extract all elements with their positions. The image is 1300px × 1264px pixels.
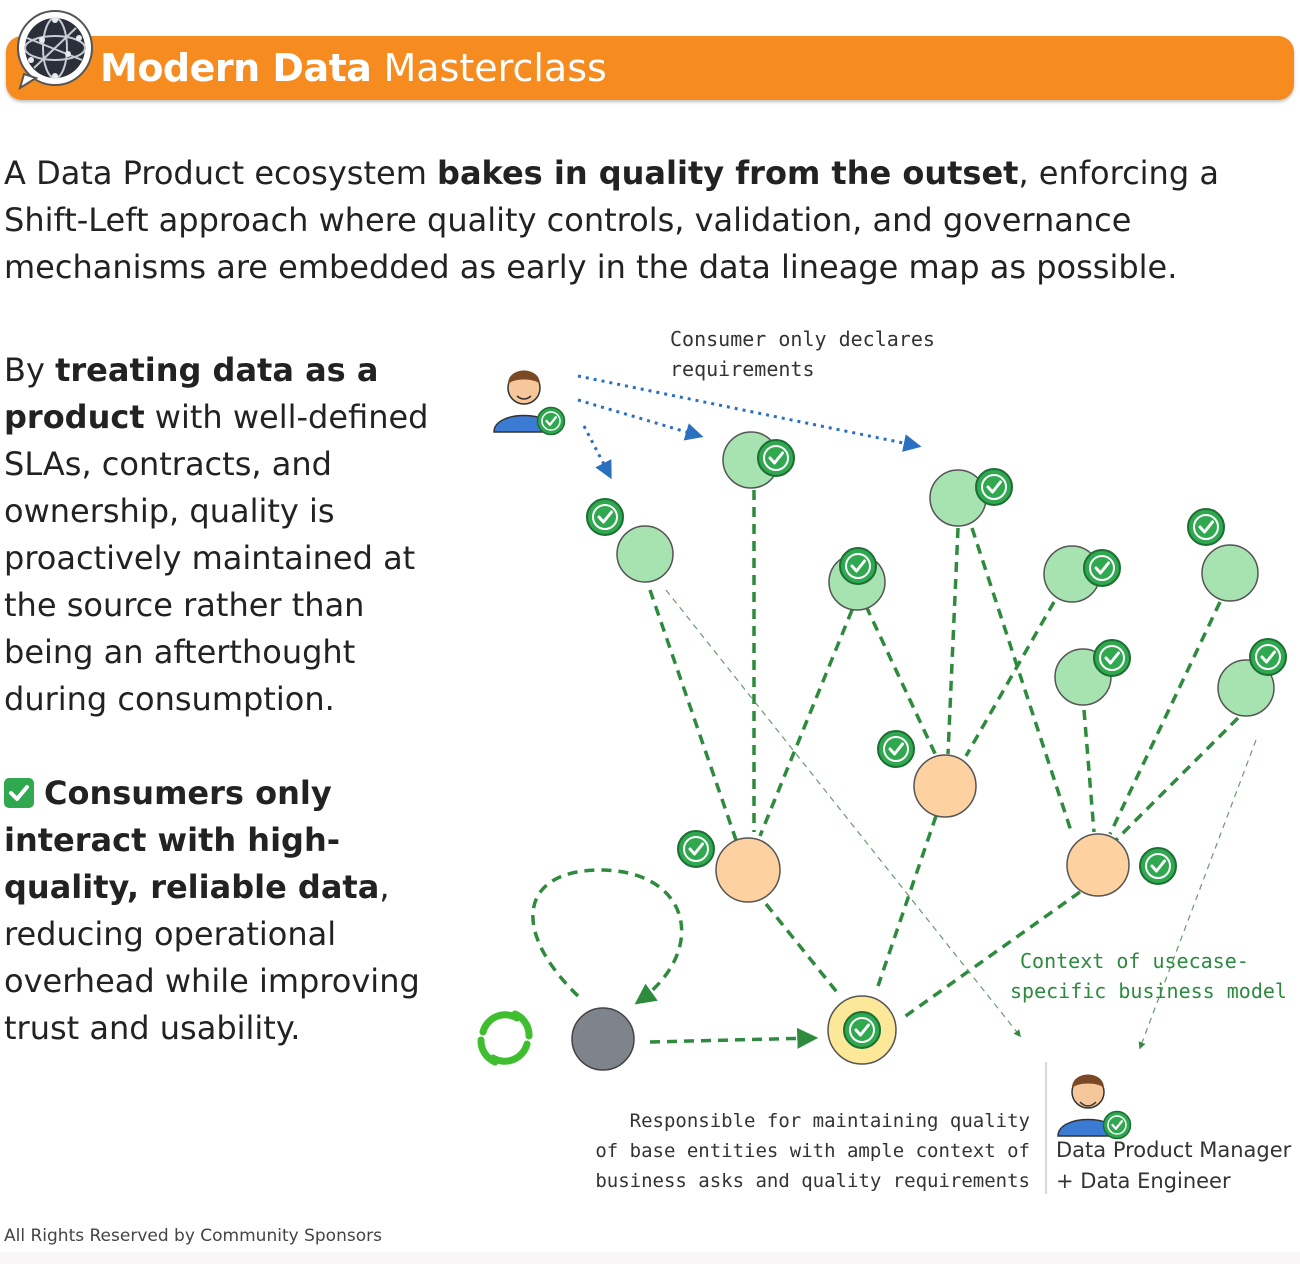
check-icon: [676, 829, 716, 869]
lineage-edge: [758, 609, 854, 837]
p1-body: with well-defined SLAs, contracts, and o…: [4, 398, 429, 718]
loop-edge: [531, 868, 684, 1005]
requirement-arrow: [577, 398, 704, 441]
lineage-edge: [864, 605, 940, 761]
note-context-line-1: Context of usecase-: [1020, 949, 1249, 973]
note-responsible-line-1: Responsible for maintaining quality: [629, 1110, 1030, 1132]
lineage-edge: [946, 527, 960, 755]
check-icon: [876, 729, 916, 769]
left-column: By treating data as a product with well-…: [4, 347, 464, 1052]
guide-line: [665, 589, 1021, 1038]
logo-icon: [17, 10, 93, 90]
manager-avatar: [1057, 1074, 1132, 1140]
note-responsible-line-2: of base entities with ample context of: [595, 1140, 1030, 1162]
check-mark-icon: [4, 778, 34, 808]
lineage-diagram: [477, 370, 1288, 1194]
brand-title: Modern Data Masterclass: [100, 42, 607, 94]
note-consumer-requirements: Consumer only declares requirements: [670, 324, 935, 384]
check-icon: [838, 546, 878, 586]
footer-copyright: All Rights Reserved by Community Sponsor…: [4, 1226, 382, 1246]
check-icon: [1138, 846, 1178, 886]
lineage-edge: [1082, 709, 1096, 833]
check-icon: [1186, 507, 1226, 547]
role-line-1: Data Product Manager: [1056, 1138, 1292, 1162]
check-icon: [1082, 548, 1122, 588]
aggregate-node: [913, 754, 977, 818]
note-consumer-line-1: Consumer only declares: [670, 327, 935, 351]
note-responsibility: Responsible for maintaining quality of b…: [590, 1106, 1030, 1196]
consumer-nodes: [616, 431, 1275, 717]
note-responsible-line-3: business asks and quality requirements: [595, 1170, 1030, 1192]
requirement-arrow: [577, 374, 922, 452]
lineage-edge: [898, 890, 1082, 1022]
role-label: Data Product Manager + Data Engineer: [1056, 1135, 1291, 1197]
aggregate-nodes: [715, 754, 1130, 903]
check-icon: [585, 497, 625, 537]
intro-text-1: A Data Product ecosystem: [4, 154, 438, 192]
intro-paragraph: A Data Product ecosystem bakes in qualit…: [4, 150, 1284, 291]
brand-bold: Modern Data: [100, 46, 372, 90]
lineage-edges: [531, 490, 1240, 1049]
p2-emphasis: Consumers only interact with high-qualit…: [4, 774, 380, 906]
lineage-edge: [648, 589, 738, 841]
check-icon: [974, 467, 1014, 507]
lineage-edge: [649, 1027, 819, 1049]
guide-lines: [665, 589, 1257, 1050]
consumer-node: [616, 525, 674, 583]
note-context-line-2: specific business model: [1010, 979, 1287, 1003]
check-icon: [842, 1010, 882, 1050]
role-line-2: + Data Engineer: [1056, 1169, 1231, 1193]
check-icon: [1092, 638, 1132, 678]
aggregate-node: [1066, 833, 1130, 897]
p1-emphasis: treating data as a product: [4, 351, 379, 436]
aggregate-node: [715, 837, 781, 903]
header-bar: [6, 36, 1294, 100]
requirement-arrows: [577, 374, 922, 480]
note-business-context: Context of usecase- specific business mo…: [1010, 946, 1287, 1006]
source-node: [571, 1007, 635, 1071]
intro-text-2: , enforcing a Shift-Left approach where …: [4, 154, 1219, 286]
consumer-avatar: [493, 370, 566, 436]
paragraph-product: By treating data as a product with well-…: [4, 347, 464, 723]
p1-lead: By: [4, 351, 56, 389]
lineage-edge: [876, 815, 938, 987]
requirement-arrow: [582, 425, 612, 480]
lineage-edge: [764, 902, 842, 998]
bottom-band: [0, 1252, 1300, 1264]
lineage-edge: [1108, 601, 1222, 835]
p2-body: , reducing operational overhead while im…: [4, 868, 420, 1047]
check-icon: [756, 438, 796, 478]
consumer-node: [1201, 544, 1259, 602]
intro-emphasis: bakes in quality from the outset: [437, 154, 1019, 192]
lineage-edge: [1114, 716, 1240, 842]
refresh-cycle-icon: [477, 1010, 533, 1066]
check-icon: [1248, 637, 1288, 677]
lineage-edge: [964, 601, 1056, 757]
lineage-edge: [970, 527, 1074, 835]
note-consumer-line-2: requirements: [670, 357, 815, 381]
paragraph-consumers: Consumers only interact with high-qualit…: [4, 770, 464, 1052]
brand-regular: Masterclass: [383, 46, 607, 90]
